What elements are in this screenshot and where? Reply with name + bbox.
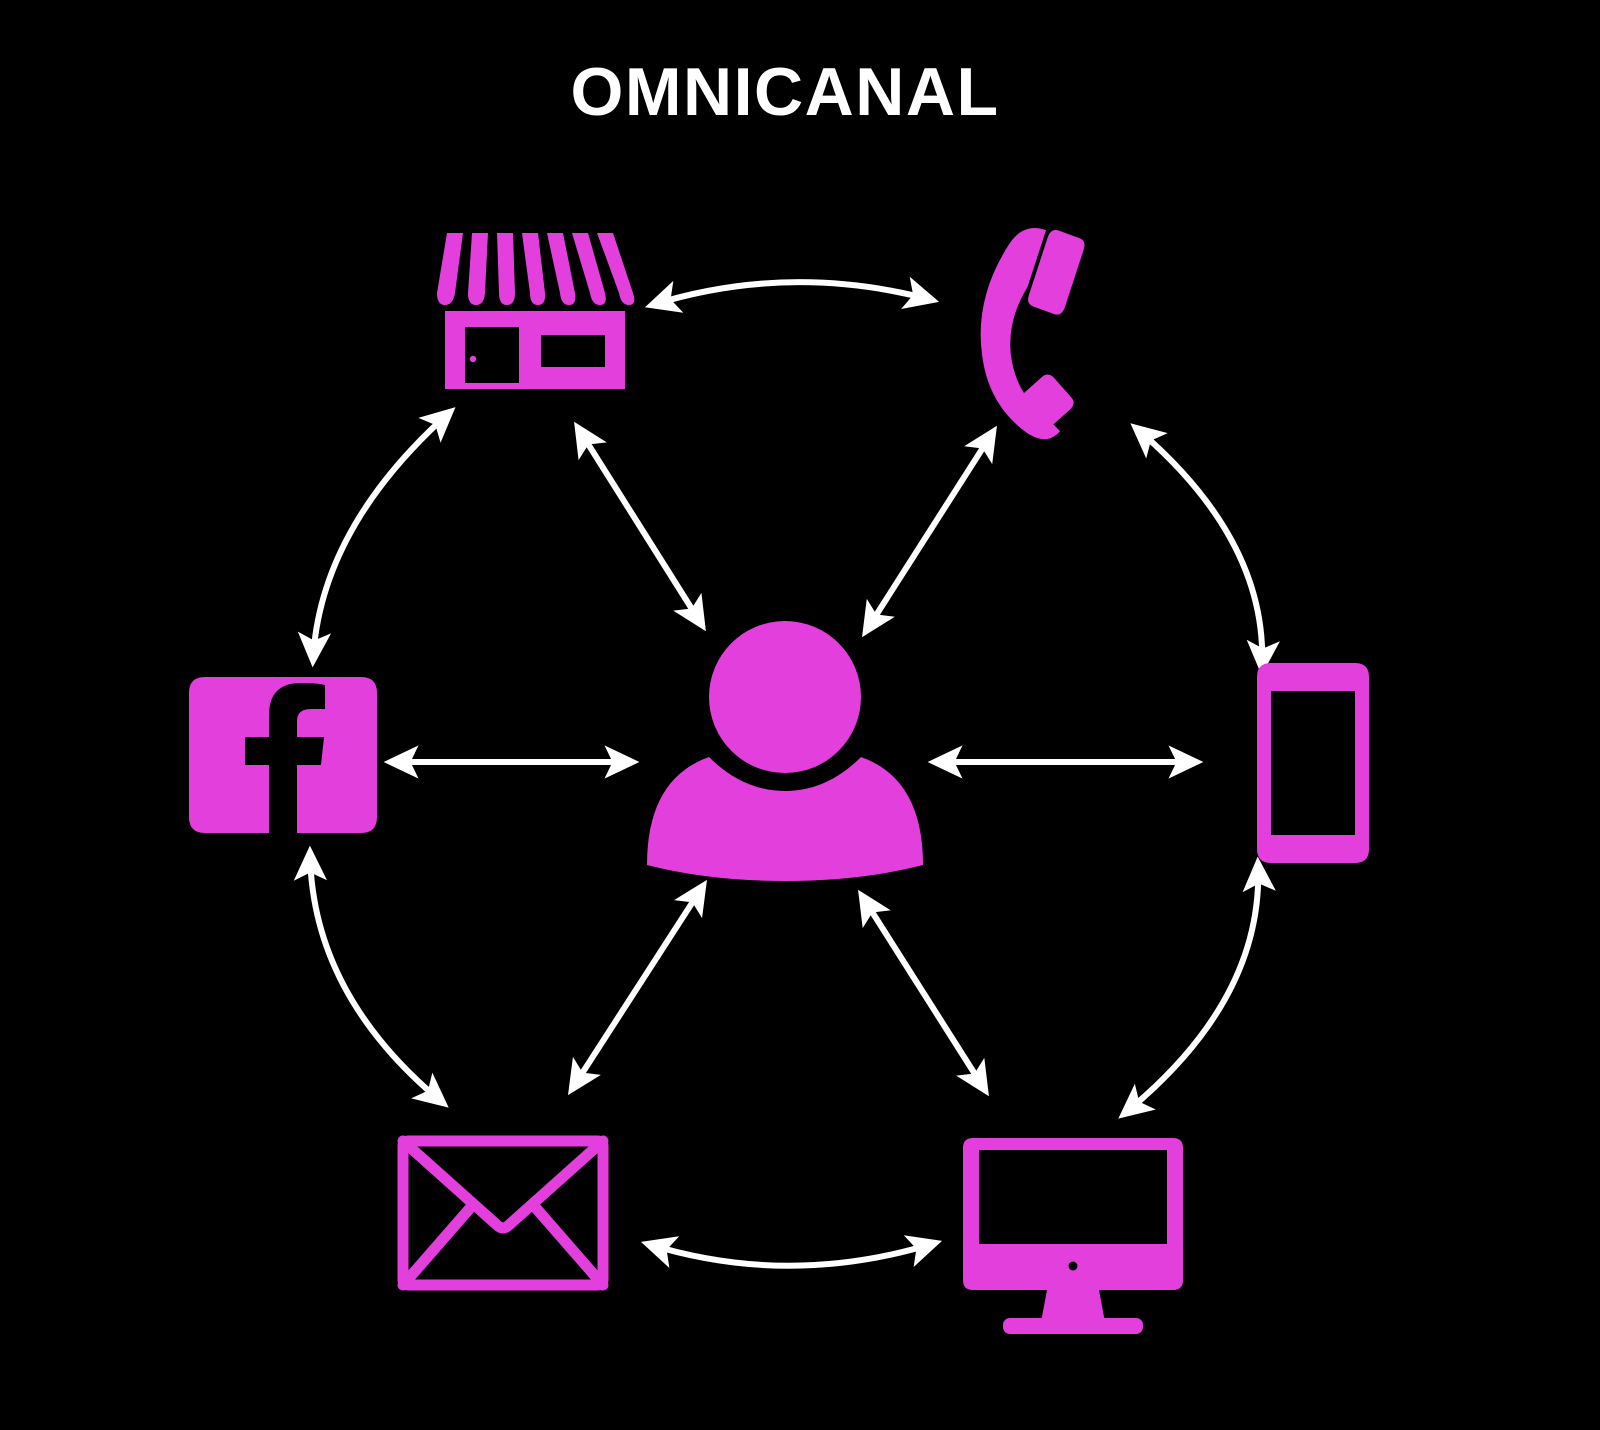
- spoke-store-customer: [574, 421, 706, 632]
- spoke-desktop-customer: [858, 889, 989, 1097]
- storefront-body: [445, 311, 625, 389]
- connector-email-facebook: [293, 845, 449, 1108]
- envelope-fold-left: [397, 1201, 477, 1291]
- person-shoulders: [647, 757, 923, 881]
- ring-connectors: [293, 276, 1280, 1269]
- spoke-email-customer: [568, 879, 707, 1096]
- smartphone-speaker: [1295, 675, 1331, 681]
- envelope-fold-right: [529, 1201, 609, 1291]
- connector-facebook-store: [297, 407, 456, 668]
- smartphone-body: [1257, 663, 1369, 863]
- connector-smartphone-desktop: [1118, 856, 1276, 1119]
- monitor-stand-neck: [1041, 1290, 1105, 1322]
- monitor-stand-base: [1003, 1318, 1143, 1334]
- connector-phone-smartphone: [1130, 423, 1280, 676]
- storefront-awning: [437, 233, 635, 305]
- page-title: OMNICANAL: [570, 54, 1000, 130]
- person-icon[interactable]: [647, 621, 923, 881]
- connector-desktop-email: [640, 1235, 943, 1269]
- storefront-door-knob: [469, 355, 477, 363]
- telephone-handset-icon[interactable]: [945, 215, 1127, 446]
- connector-store-phone: [644, 276, 940, 313]
- desktop-monitor-icon[interactable]: [963, 1138, 1183, 1334]
- monitor-indicator-dot: [1068, 1261, 1078, 1271]
- facebook-square: [189, 677, 377, 833]
- spoke-connectors: [383, 421, 1204, 1097]
- handset-body: [980, 228, 1061, 440]
- envelope-icon[interactable]: [397, 1135, 609, 1291]
- smartphone-icon[interactable]: [1257, 663, 1369, 863]
- handset-mouthpiece: [1016, 374, 1074, 432]
- person-head: [709, 621, 861, 773]
- facebook-icon[interactable]: [189, 677, 377, 833]
- handset-earpiece: [1028, 229, 1085, 315]
- envelope-flap: [397, 1135, 609, 1234]
- envelope-outline: [397, 1135, 609, 1291]
- monitor-screen-frame: [963, 1138, 1183, 1290]
- storefront-icon[interactable]: [437, 233, 635, 389]
- spoke-phone-customer: [862, 425, 997, 638]
